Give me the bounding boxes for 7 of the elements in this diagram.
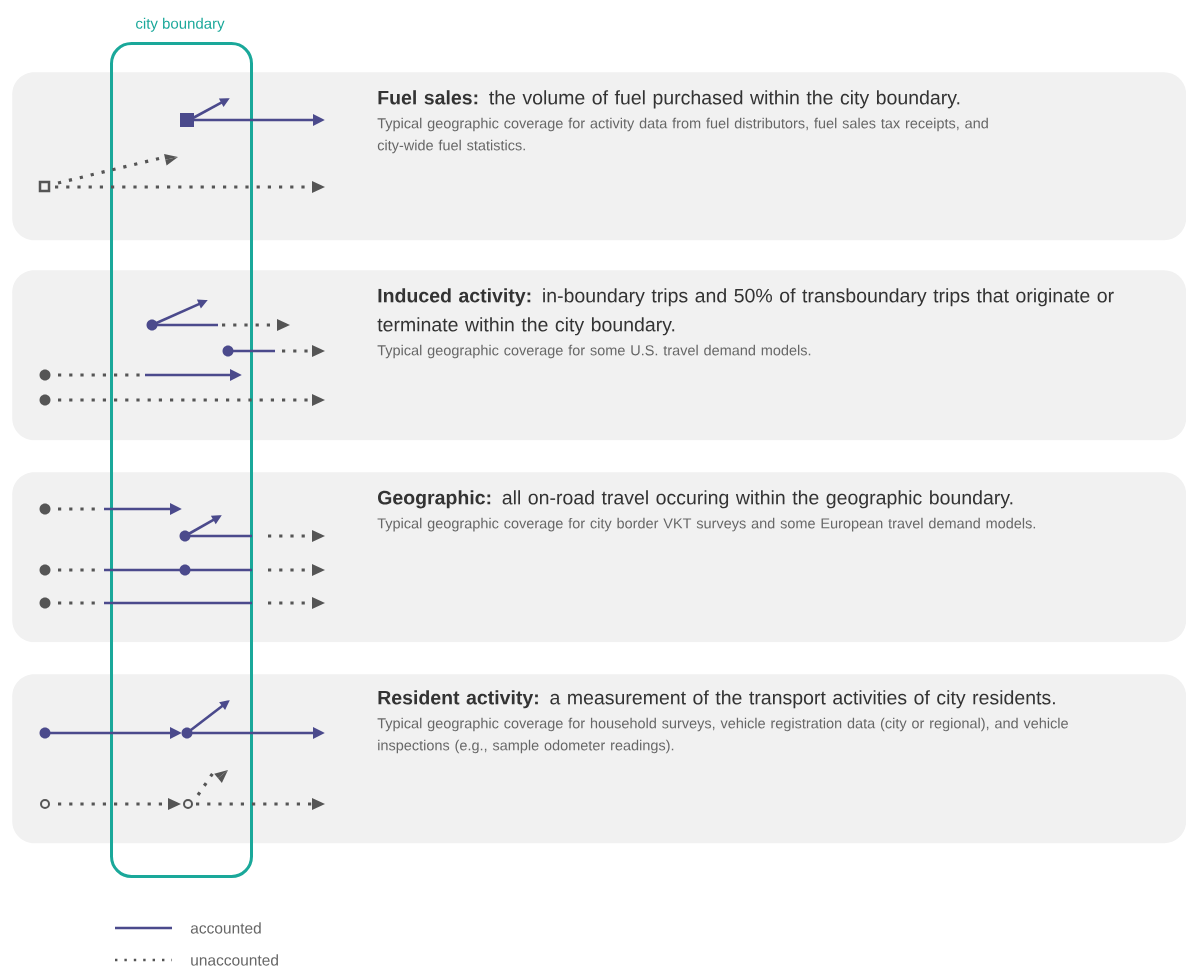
info-band: Induced activity: in-boundary trips and 50% of transboundary trips that originate or terminate within the city boundary. Typical geographic coverage for some U.S. travel demand models. bbox=[12, 270, 1186, 441]
info-band: Fuel sales: the volume of fuel purchased within the city boundary. Typical geographic coverage for activity data from fuel distributors, fuel sales tax receipts, and city-wide fuel statistics. bbox=[12, 72, 1186, 241]
node-label: city boundary bbox=[136, 17, 225, 32]
info-band: Geographic: all on-road travel occuring within the geographic boundary. Typical geographic coverage for city border VKT surveys and some European travel demand models. bbox=[12, 472, 1186, 643]
legend-label: accounted bbox=[190, 922, 261, 934]
legend-label: unaccounted bbox=[191, 954, 278, 966]
info-band: Resident activity: a measurement of the transport activities of city residents. Typical geographic coverage for household surveys, vehicle registration data (city or regional), and vehicle inspections (e.g., sample odometer readings). bbox=[12, 674, 1186, 844]
